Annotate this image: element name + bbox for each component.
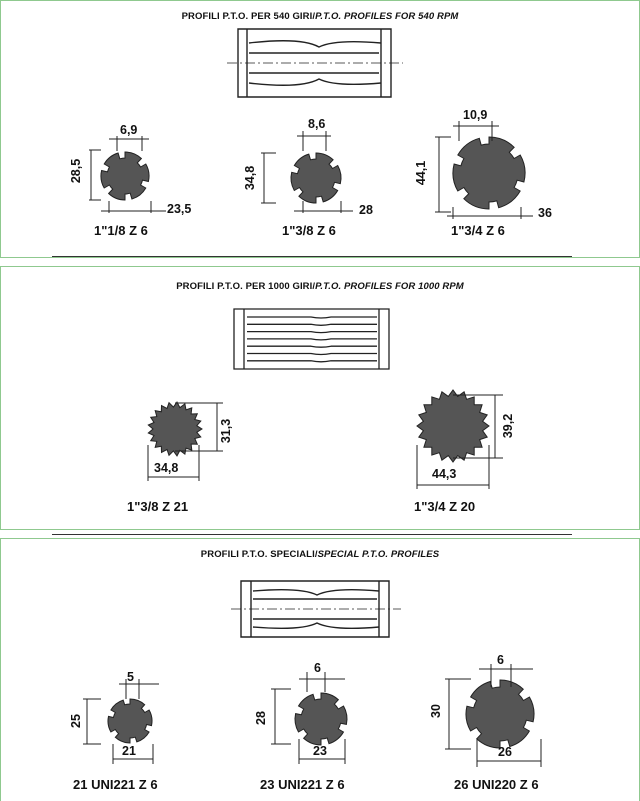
dimension-lines	[83, 664, 542, 767]
dimension-lines	[147, 394, 503, 489]
dim-height: 28,5	[69, 158, 84, 184]
title-main: PROFILI P.T.O. SPECIALI/	[200, 549, 318, 560]
panel-special: PROFILI P.T.O. SPECIALI/SPECIAL P.T.O. P…	[0, 538, 640, 801]
title-italic: SPECIAL P.T.O. PROFILES	[317, 549, 440, 560]
divider	[52, 534, 572, 535]
dim-base: 44,3	[432, 467, 457, 481]
dim-width: 6,9	[120, 123, 138, 137]
dim-base: 26	[498, 745, 512, 759]
dim-height: 25	[68, 714, 83, 728]
spline-profile	[290, 152, 342, 204]
shaft-groove	[247, 338, 377, 341]
panel-1000-drawing	[147, 308, 503, 489]
profile-label: 1"3/8 Z 21	[127, 499, 189, 514]
spline-profile	[100, 151, 150, 201]
shaft-groove	[247, 345, 377, 348]
profile-label: 26 UNI220 Z 6	[454, 777, 539, 792]
spline-profile	[452, 136, 526, 210]
profile-label: 23 UNI221 Z 6	[260, 777, 345, 792]
dim-height: 31,3	[219, 418, 234, 444]
shaft-groove	[247, 323, 377, 326]
spline-profile	[294, 692, 348, 746]
spline-profile	[416, 389, 490, 463]
shaft-groove	[247, 352, 377, 356]
profile-label: 1"3/4 Z 6	[451, 223, 505, 238]
profile-label: 1"3/8 Z 6	[282, 223, 336, 238]
spline-profile	[465, 679, 535, 749]
dim-height: 28	[253, 711, 268, 725]
dim-width: 6	[497, 653, 504, 667]
dim-base: 23,5	[167, 202, 192, 216]
panel-title: PROFILI P.T.O. SPECIALI/SPECIAL P.T.O. P…	[1, 549, 639, 560]
title-main: PROFILI P.T.O. PER 540 GIRI/	[181, 11, 316, 22]
dim-width: 8,6	[308, 117, 326, 131]
panel-title: PROFILI P.T.O. PER 540 GIRI/P.T.O. PROFI…	[1, 11, 639, 22]
shaft-groove	[247, 360, 377, 363]
spline-profile	[100, 151, 150, 201]
dim-base: 28	[359, 203, 373, 217]
dim-height: 39,2	[501, 413, 516, 439]
dim-width: 5	[127, 670, 134, 684]
dim-height: 30	[428, 704, 443, 718]
dim-width: 10,9	[463, 108, 488, 122]
spline-profile	[147, 401, 203, 457]
profile-label: 21 UNI221 Z 6	[73, 777, 158, 792]
panel-special-drawing	[83, 580, 542, 767]
shaft-groove	[247, 316, 377, 319]
dim-base: 36	[538, 206, 552, 220]
panel-540-drawing	[89, 28, 533, 219]
dim-height: 44,1	[414, 160, 429, 186]
shaft-drawing	[233, 308, 390, 370]
title-main: PROFILI P.T.O. PER 1000 GIRI/	[176, 281, 316, 292]
dim-base: 21	[122, 744, 136, 758]
dimension-lines	[89, 121, 533, 219]
dim-base: 23	[313, 744, 327, 758]
shaft-drawing	[231, 580, 401, 638]
profile-label: 1"3/4 Z 20	[414, 499, 476, 514]
shaft-drawing	[227, 28, 403, 98]
divider	[52, 256, 572, 257]
panel-540-rpm: PROFILI P.T.O. PER 540 GIRI/P.T.O. PROFI…	[0, 0, 640, 258]
dim-base: 34,8	[154, 461, 179, 475]
spline-profile	[107, 698, 153, 744]
dim-width: 6	[314, 661, 321, 675]
profile-label: 1"1/8 Z 6	[94, 223, 148, 238]
dim-height: 34,8	[243, 165, 258, 191]
panel-1000-rpm: PROFILI P.T.O. PER 1000 GIRI/P.T.O. PROF…	[0, 266, 640, 530]
title-italic: P.T.O. PROFILES FOR 1000 RPM	[315, 281, 464, 292]
panel-title: PROFILI P.T.O. PER 1000 GIRI/P.T.O. PROF…	[1, 281, 639, 292]
shaft-groove	[247, 330, 377, 334]
title-italic: P.T.O. PROFILES FOR 540 RPM	[315, 11, 459, 22]
